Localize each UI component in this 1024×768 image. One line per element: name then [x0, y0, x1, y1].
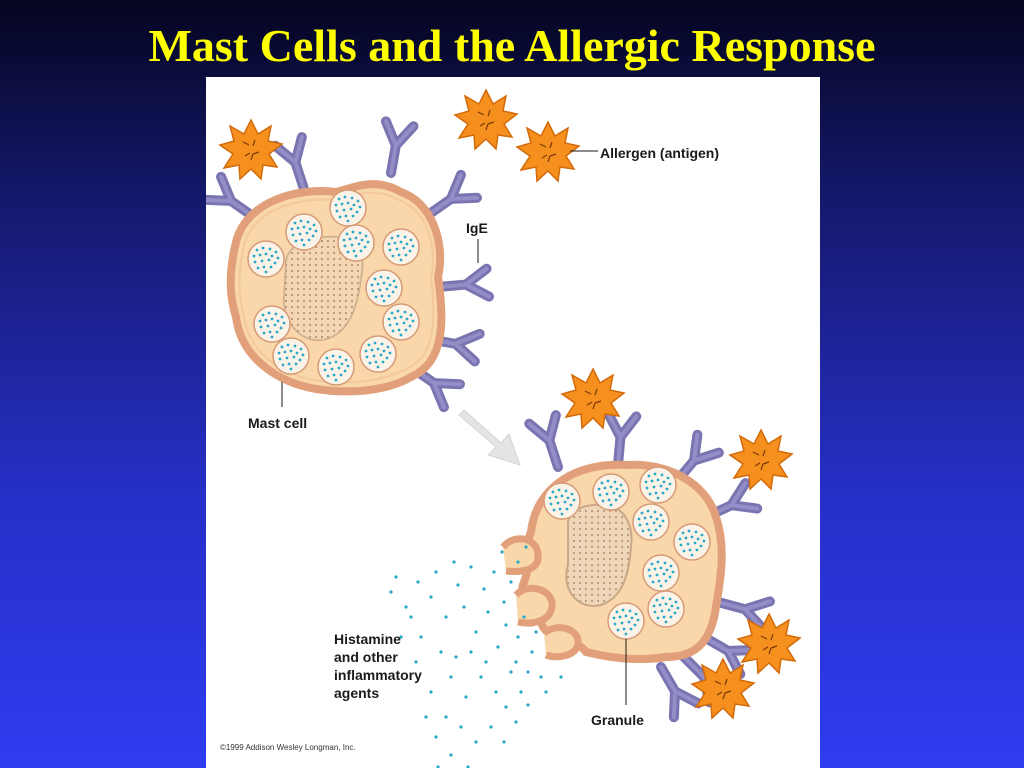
histamine-label-line-2: and other: [334, 649, 398, 665]
histamine-label-line-4: agents: [334, 685, 379, 701]
allergen-bound: [737, 613, 801, 674]
slide-title: Mast Cells and the Allergic Response: [148, 20, 876, 71]
histamine-label: Histamine and other inflammatory agents: [334, 631, 422, 701]
copyright-text: ©1999 Addison Wesley Longman, Inc.: [220, 743, 356, 752]
allergen-label: Allergen (antigen): [600, 145, 719, 161]
ige-label: IgE: [466, 220, 488, 236]
transition-arrow: [458, 409, 521, 466]
diagram-panel: Allergen (antigen) IgE Mast cell: [206, 77, 820, 768]
allergen-free: [454, 89, 518, 150]
allergen-bound: [729, 429, 793, 490]
mast-cell-label: Mast cell: [248, 415, 307, 431]
histamine-label-line-1: Histamine: [334, 631, 401, 647]
granule-label: Granule: [591, 712, 644, 728]
histamine-particles: [389, 545, 563, 768]
mast-cell-top: [206, 120, 489, 407]
mast-cell-diagram: Allergen (antigen) IgE Mast cell: [206, 89, 801, 768]
allergen-free: [516, 121, 580, 182]
histamine-label-line-3: inflammatory: [334, 667, 422, 683]
mast-cell-bottom: [500, 368, 801, 718]
allergen-bound: [219, 119, 283, 180]
